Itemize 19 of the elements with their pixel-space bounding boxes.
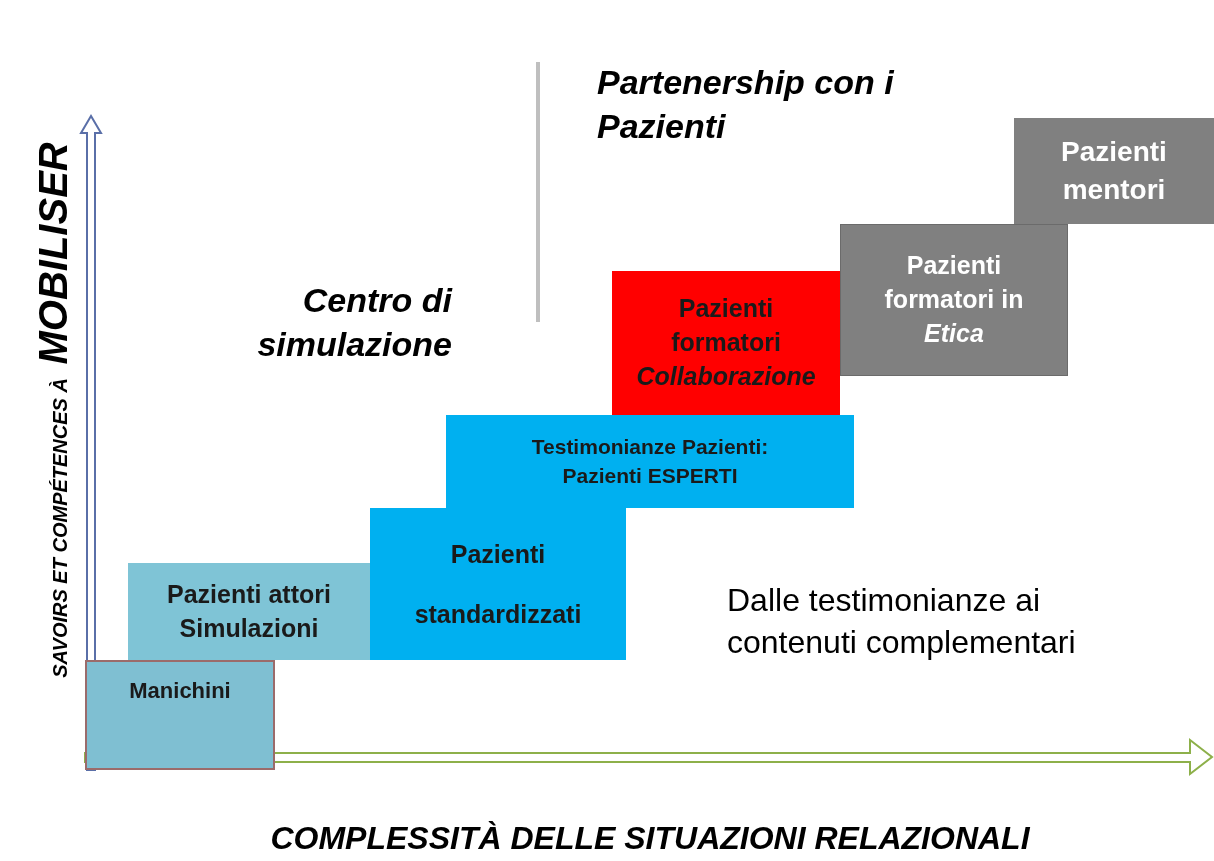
note-text: Dalle testimonianze ai contenuti complementari: [727, 581, 1077, 662]
stage-label: Pazienti attori Simulazioni: [166, 578, 332, 644]
stage-box: [85, 660, 275, 770]
stage-label: Testimonianze Pazienti: Pazienti ESPERTI: [530, 434, 770, 489]
stage-box: [370, 508, 626, 660]
stage-label: Pazienti standardizzati: [413, 539, 583, 630]
section-heading: Partenership con i Pazienti: [597, 62, 896, 148]
stage-box: [446, 415, 854, 508]
stage-label: Manichini: [128, 677, 232, 705]
stage-label: Pazienti mentori: [1060, 135, 1168, 207]
stage-box: [840, 224, 1068, 376]
section-heading: Centro di simulazione: [256, 280, 452, 366]
stage-label: Pazienti formatori in Etica: [883, 250, 1025, 349]
axis-title: COMPLESSITÀ DELLE SITUAZIONI RELAZIONALI: [269, 819, 1031, 858]
axis-title: SAVOIRS ET COMPÉTENCES À MOBILISER: [29, 142, 76, 678]
stage-box: [612, 271, 840, 415]
stage-label: Pazienti formatori Collaborazione: [635, 293, 817, 392]
stage-box: [1014, 118, 1214, 224]
stage-box: [128, 563, 370, 660]
